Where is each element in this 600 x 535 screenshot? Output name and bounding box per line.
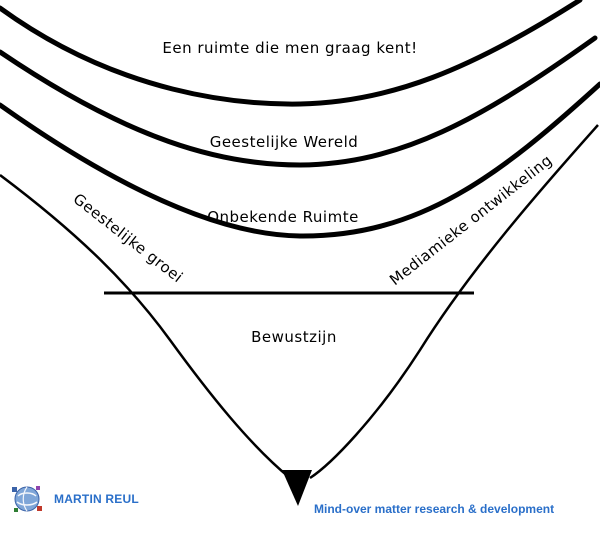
label-top-band: Een ruimte die men graag kent!	[162, 39, 417, 57]
label-second-band: Geestelijke Wereld	[210, 133, 359, 151]
curve-second	[0, 35, 598, 168]
author-name: MARTIN REUL	[54, 492, 139, 506]
curve-third	[0, 81, 600, 239]
funnel-left-side	[0, 174, 291, 479]
label-inner: Bewustzijn	[251, 328, 337, 346]
label-third-band: Onbekende Ruimte	[207, 208, 359, 226]
curve-top	[0, 0, 583, 107]
label-right-edge: Mediamieke ontwikkeling	[386, 151, 556, 289]
funnel-right-side	[309, 124, 599, 480]
footer-tagline: Mind-over matter research & development	[314, 502, 555, 516]
footer-author-block: MARTIN REUL	[10, 482, 139, 516]
globe-logo-icon	[10, 482, 44, 516]
funnel-tip	[282, 470, 312, 506]
